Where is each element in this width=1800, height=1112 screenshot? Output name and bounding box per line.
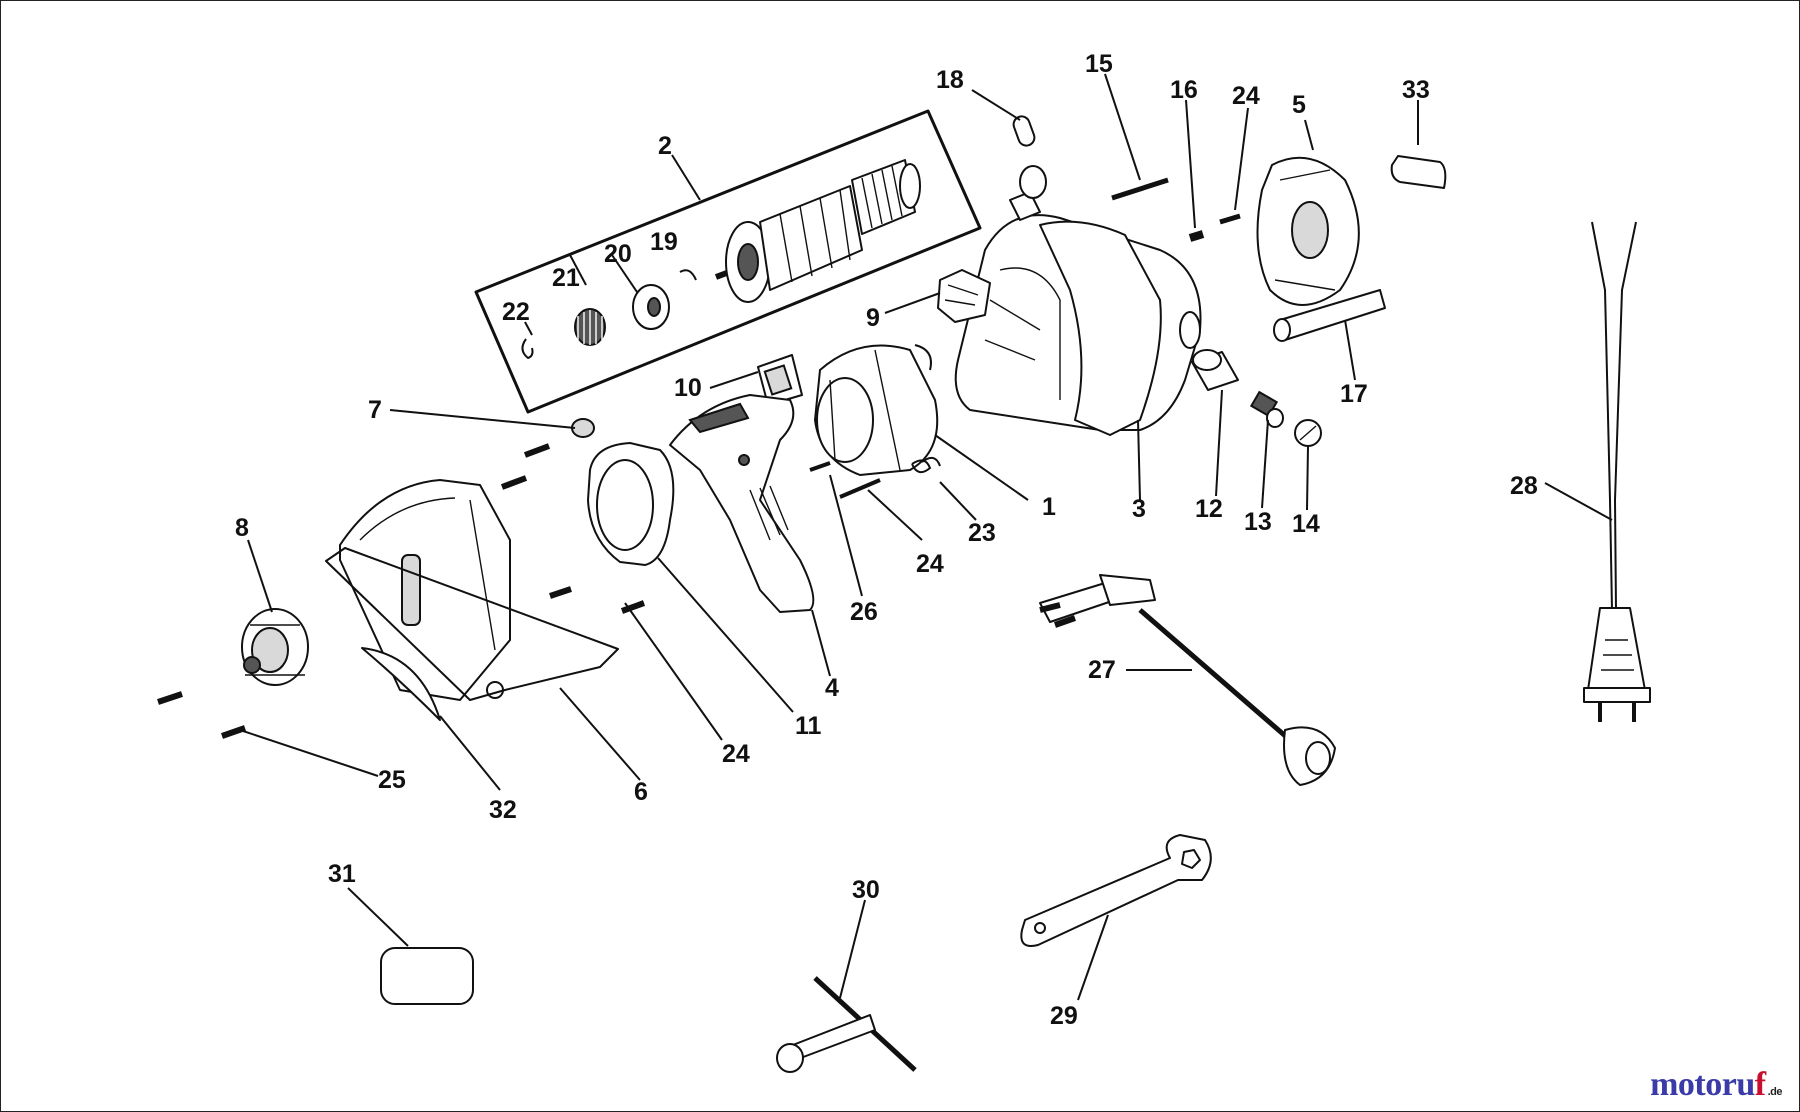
- callout-22: 22: [502, 298, 530, 326]
- armature-group-box: [474, 109, 982, 414]
- callout-25: 25: [378, 766, 406, 794]
- callout-3: 3: [1132, 495, 1146, 523]
- callout-16: 16: [1170, 76, 1198, 104]
- callout-20: 20: [604, 240, 632, 268]
- callout-17: 17: [1340, 380, 1368, 408]
- bearing-part: [632, 284, 670, 330]
- callout-5: 5: [1292, 91, 1306, 119]
- callout-4: 4: [825, 674, 839, 702]
- key-part: [679, 269, 697, 281]
- callout-14: 14: [1292, 510, 1320, 538]
- callout-1: 1: [1042, 493, 1056, 521]
- watermark-part-a: motoru: [1650, 1066, 1755, 1103]
- callout-24-bottom: 24: [722, 740, 750, 768]
- label-31-part: [380, 947, 474, 1005]
- brush-cap-part: [1294, 419, 1322, 447]
- callout-24-top: 24: [1232, 82, 1260, 110]
- callout-19: 19: [650, 228, 678, 256]
- callout-28: 28: [1510, 472, 1538, 500]
- armature-part: [714, 159, 921, 303]
- callout-18: 18: [936, 66, 964, 94]
- power-cord-part: [1583, 221, 1651, 722]
- callout-27: 27: [1088, 656, 1116, 684]
- wrench-part: [1020, 834, 1212, 947]
- tube-part: [1273, 289, 1386, 342]
- carbon-brush-part: [1249, 390, 1284, 428]
- gearbox-part: [241, 608, 309, 686]
- callout-23: 23: [968, 519, 996, 547]
- callout-13: 13: [1244, 508, 1272, 536]
- callout-6: 6: [634, 778, 648, 806]
- leader-lines: [239, 73, 1613, 1001]
- pinion-part: [574, 308, 606, 346]
- callout-labels: 1 2 3 4 5 6 7 8 9 10 11 12 13 14 15 16 1…: [235, 50, 1538, 1030]
- callout-31: 31: [328, 860, 356, 888]
- brand-watermark: motoruf.de: [1650, 1066, 1782, 1104]
- end-cap-part: [1256, 156, 1360, 306]
- callout-7: 7: [368, 396, 382, 424]
- spring-part: [911, 456, 941, 474]
- callout-21: 21: [552, 264, 580, 292]
- watermark-part-b: f: [1754, 1066, 1766, 1103]
- motor-housing-part: [954, 191, 1202, 436]
- base-plate-part: [325, 547, 619, 701]
- callout-11: 11: [795, 712, 822, 740]
- brush-holder-part: [937, 269, 991, 323]
- callout-8: 8: [235, 514, 249, 542]
- socket-key-part: [776, 976, 917, 1073]
- parallel-guide-part: [1039, 574, 1336, 786]
- stator-part: [814, 344, 939, 476]
- callout-30: 30: [852, 876, 880, 904]
- callout-24-middle: 24: [916, 550, 944, 578]
- callout-2: 2: [658, 132, 672, 160]
- callout-26: 26: [850, 598, 878, 626]
- callout-15: 15: [1085, 50, 1113, 78]
- callout-29: 29: [1050, 1002, 1078, 1030]
- grommet-part: [571, 418, 595, 438]
- callout-32: 32: [489, 796, 517, 824]
- switch-part: [757, 354, 803, 406]
- handle-housing-part: [669, 394, 815, 613]
- blade-guard-part: [339, 479, 511, 701]
- clamp-ring-part: [587, 442, 675, 566]
- callout-33: 33: [1402, 76, 1430, 104]
- riving-knife-part: [361, 647, 441, 721]
- callout-9: 9: [866, 304, 880, 332]
- bushing-part: [1191, 349, 1239, 391]
- ring-part: [1012, 115, 1047, 199]
- callout-12: 12: [1195, 495, 1223, 523]
- watermark-part-c: .de: [1767, 1086, 1783, 1098]
- label-33-part: [1390, 155, 1447, 189]
- callout-10: 10: [674, 374, 702, 402]
- circlip-part: [521, 338, 534, 359]
